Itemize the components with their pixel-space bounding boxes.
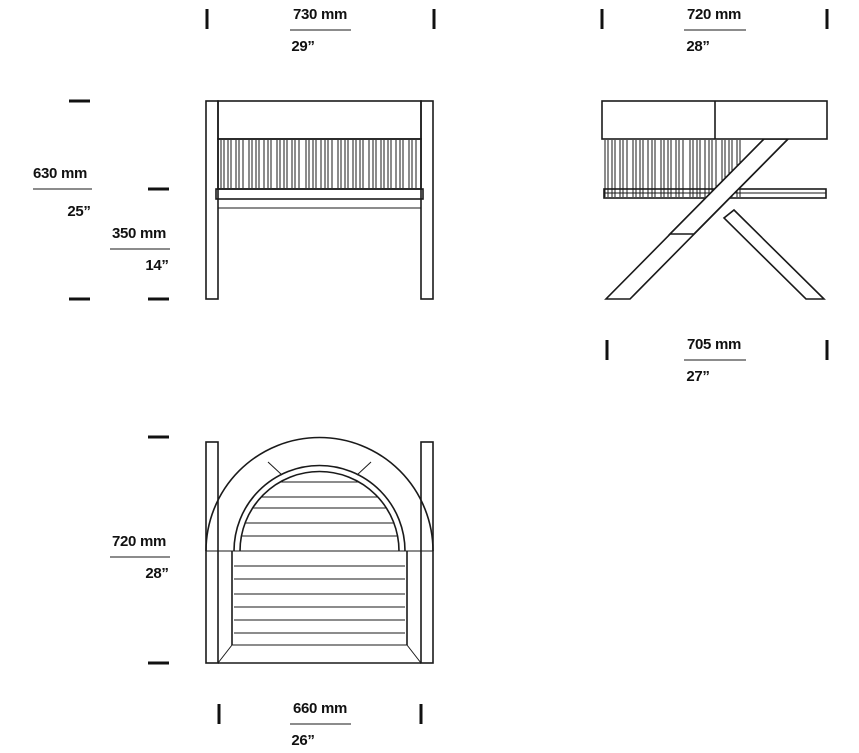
side-top-mm: 720 mm: [687, 6, 741, 23]
front-height-mm: 630 mm: [33, 165, 87, 182]
side-top-dimension: 720 mm 28”: [600, 6, 829, 55]
front-seat-dimension: 350 mm 14”: [110, 187, 170, 301]
side-top-in: 28”: [686, 38, 709, 55]
side-base-mm: 705 mm: [687, 336, 741, 353]
front-width-mm: 730 mm: [293, 6, 347, 23]
front-view: 730 mm 29” 630 mm 25” 350 mm 14”: [33, 6, 436, 301]
side-base-dimension: 705 mm 27”: [605, 336, 829, 385]
plan-depth-mm: 720 mm: [112, 533, 166, 550]
side-base-in: 27”: [686, 368, 709, 385]
front-furniture: [205, 100, 434, 300]
plan-view: 720 mm 28”: [110, 435, 434, 749]
front-height-dimension: 630 mm 25”: [33, 99, 92, 301]
plan-width-dimension: 660 mm 26”: [217, 700, 423, 749]
front-width-in: 29”: [291, 38, 314, 55]
plan-width-mm: 660 mm: [293, 700, 347, 717]
front-seat-mm: 350 mm: [112, 225, 166, 242]
plan-depth-in: 28”: [145, 565, 168, 582]
front-width-dimension: 730 mm 29”: [205, 6, 436, 55]
plan-furniture: [205, 436, 434, 664]
plan-depth-dimension: 720 mm 28”: [110, 435, 170, 665]
plan-width-in: 26”: [291, 732, 314, 749]
side-view: 720 mm 28” 705 mm 27”: [600, 6, 829, 385]
side-furniture: [601, 100, 828, 300]
front-seat-in: 14”: [145, 257, 168, 274]
front-height-in: 25”: [67, 203, 90, 220]
